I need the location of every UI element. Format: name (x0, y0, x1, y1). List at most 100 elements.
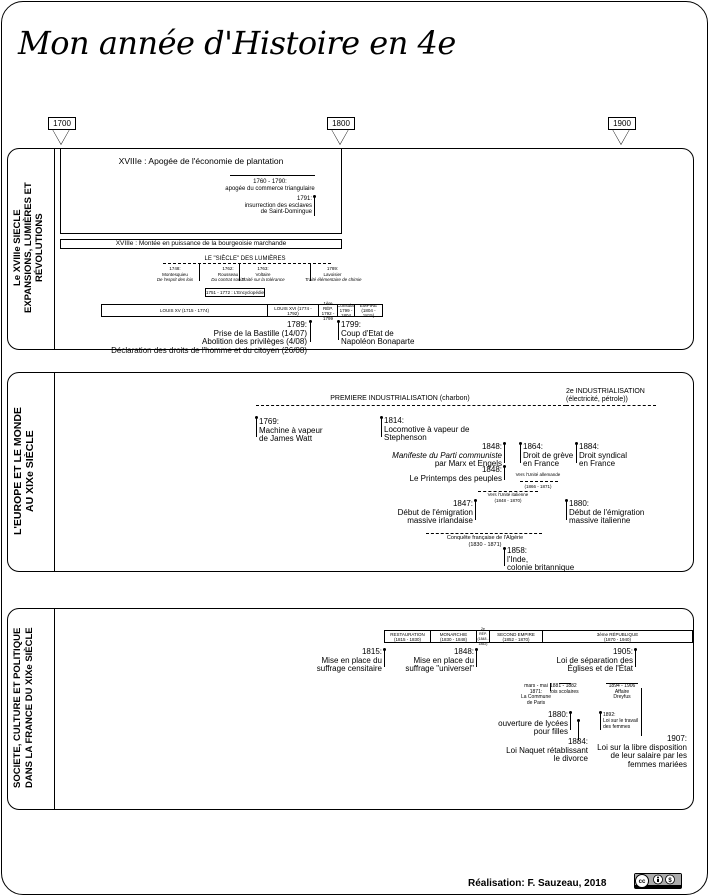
peuples-dot (503, 465, 506, 468)
naquet-dot (577, 719, 580, 722)
lavoisier-marker (310, 264, 311, 281)
event-text: insurrection des esclaves de Saint-Domin… (244, 202, 312, 216)
event-text: (1848 - 1870) (494, 497, 522, 503)
unite-italienne: Vers l'Unité italienne(1848 - 1870) (478, 492, 538, 503)
event-year: 1907: (666, 734, 687, 743)
bourgeoisie-box: XVIIIe : Montée en puissance de la bourg… (60, 239, 342, 249)
algerie-range (426, 533, 542, 534)
box-label: 2e RÉP. (479, 626, 487, 636)
marx-dot (503, 442, 506, 445)
event-text: Voltaire (255, 271, 271, 277)
revolution-dot (309, 320, 312, 323)
lois-range (559, 683, 571, 684)
second-industrialisation-range (566, 405, 656, 406)
panel-divider (54, 373, 55, 571)
section-label-18th: Le XVIIIe SIECLE EXPANSIONS, LUMIÈRES ET… (12, 150, 48, 346)
unite-italienne-range (478, 491, 538, 492)
event-text: en France (579, 459, 616, 468)
event-text: Traité sur la tolérance (241, 277, 285, 282)
syndicat-marker (576, 443, 577, 463)
coup-event: 1799: Coup d'Etat de Napoléon Bonaparte (341, 320, 414, 347)
haiti-event: 1791: insurrection des esclaves de Saint… (240, 196, 312, 216)
panel-france-society (7, 608, 694, 810)
voltaire-marker (239, 264, 240, 281)
plantation-box (60, 148, 342, 234)
svg-text:cc: cc (639, 879, 646, 885)
reign-louis-xvi: LOUIS XVI (1774 - 1792) (267, 304, 319, 317)
event-text: de leur salaire par les (610, 751, 687, 760)
box-label: 1751 - 1772 : L'Encyclopédie (206, 290, 264, 295)
year-arrow-1900 (612, 129, 630, 145)
event-text: colonie britannique (507, 563, 575, 572)
irlande-dot (474, 499, 477, 502)
inde-marker (504, 548, 505, 566)
section-label-line: L'EUROPE ET LE MONDE (12, 407, 24, 535)
year-arrow-1700 (52, 129, 70, 145)
event-year: 1881 - 1882 (550, 683, 577, 689)
separation-marker (635, 649, 636, 667)
event-text: Droit de grève (523, 450, 574, 460)
section-label-line: AU XIXe SIÈCLE (24, 430, 36, 512)
irlande-marker (475, 500, 476, 520)
event-text: Traité élémentaire de chimie (305, 277, 362, 282)
inde-event: 1858:l'Inde,colonie britannique (507, 546, 575, 573)
watt-dot (255, 416, 258, 419)
event-year: 1884: (567, 737, 588, 746)
italie-marker (566, 500, 567, 520)
section-label-france: SOCIETE, CULTURE ET POLITIQUE DANS LA FR… (12, 610, 50, 806)
watt-marker (256, 417, 257, 437)
haiti-marker (314, 196, 315, 216)
box-label: Consulat (337, 303, 355, 308)
regime-monarchie: MONARCHIE(1830 - 1848) (430, 630, 477, 643)
first-industrialisation-range (256, 405, 566, 406)
panel-divider (54, 609, 55, 809)
box-label: 1792 - 1799 (321, 310, 335, 321)
box-label: MONARCHIE (439, 631, 468, 637)
event-text: Vers l'Unité allemande (515, 472, 561, 477)
montesquieu-marker (199, 264, 200, 281)
box-label: LOUIS XV (1715 - 1774) (159, 308, 210, 313)
coup-marker (338, 321, 339, 340)
event-year: 1848: (481, 442, 502, 451)
event-text: 2e INDUSTRIALISATION (566, 388, 645, 395)
box-label: (1815 - 1830) (393, 636, 422, 642)
lycees-marker (570, 712, 571, 730)
box-label: (1804 - 1815) (361, 308, 376, 318)
event-text: Loi de séparation des (556, 655, 634, 665)
box-label: (1830 - 1848) (439, 636, 467, 642)
event-year: 1789: (286, 320, 307, 329)
lumieres-title: LE "SIÈCLE" DES LUMIÈRES (204, 256, 286, 262)
event-text: Début de l'émigration (397, 507, 473, 517)
separation-dot (634, 648, 637, 651)
section-label-line: Le XVIIIe SIECLE (12, 209, 23, 287)
panel-18th-century (7, 148, 694, 350)
event-text: Mise en place du (321, 655, 382, 665)
event-text: Déclaration des droits de l'homme et du … (111, 345, 307, 355)
inde-dot (503, 547, 506, 550)
first-industrialisation: PREMIERE INDUSTRIALISATION (charbon) (330, 395, 470, 402)
event-text: mars - mai (524, 683, 548, 689)
event-year: 1905: (612, 647, 633, 656)
event-year: 1748: (169, 266, 181, 271)
event-text: De l'esprit des lois (156, 277, 194, 282)
event-year: 1894 - 1906 (608, 683, 636, 689)
section-label-line: DANS LA FRANCE DU XIXe SIÈCLE (24, 627, 35, 789)
event-text: Machine à vapeur (259, 425, 323, 435)
event-text: Affaire (614, 688, 630, 695)
event-text: Vers l'Unité italienne (487, 492, 529, 497)
box-label: RESTAURATION (390, 631, 425, 637)
